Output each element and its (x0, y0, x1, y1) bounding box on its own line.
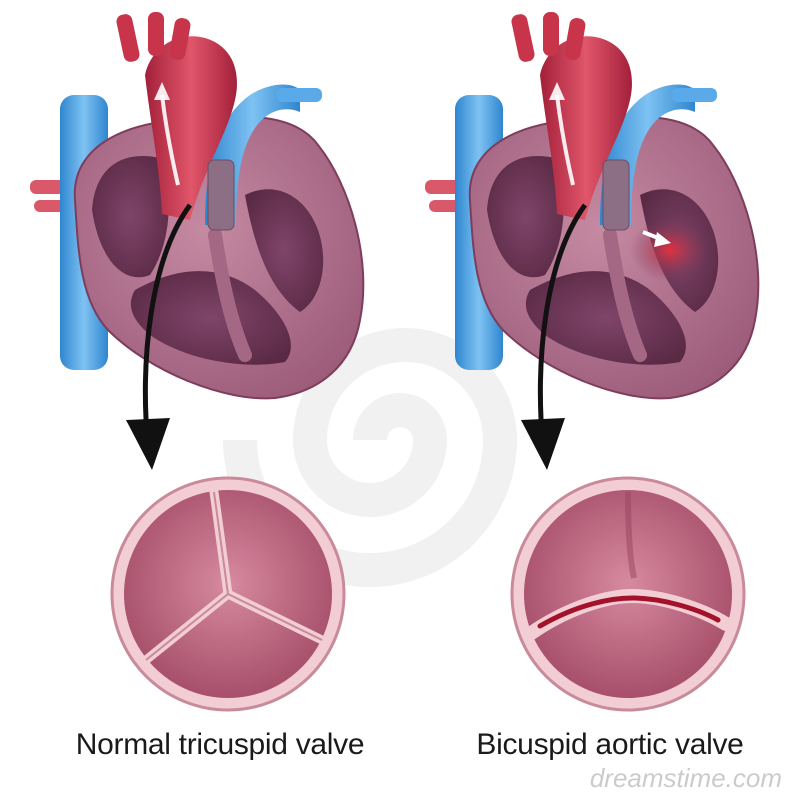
right-atrium (487, 155, 564, 278)
arrow-icon (142, 203, 193, 449)
caption-normal-tricuspid: Normal tricuspid valve (75, 728, 365, 761)
ventricle (525, 271, 686, 365)
left-atrium (245, 189, 324, 312)
caption-bicuspid-aortic: Bicuspid aortic valve (476, 728, 744, 761)
bicuspid-heart (425, 12, 760, 400)
arrow-icon (537, 203, 588, 449)
bicuspid-valve (510, 476, 746, 712)
right-atrium (92, 155, 169, 278)
normal-heart (30, 12, 365, 400)
ventricle (130, 271, 291, 365)
swirl-watermark-icon (223, 328, 518, 587)
watermark-text: dreamstime.com (589, 763, 782, 793)
aorta (540, 36, 632, 220)
tricuspid-valve (110, 476, 346, 712)
stenosis-jet (630, 218, 710, 282)
arrow-icon (521, 418, 565, 470)
aorta (145, 36, 237, 220)
arrow-icon (126, 418, 170, 470)
